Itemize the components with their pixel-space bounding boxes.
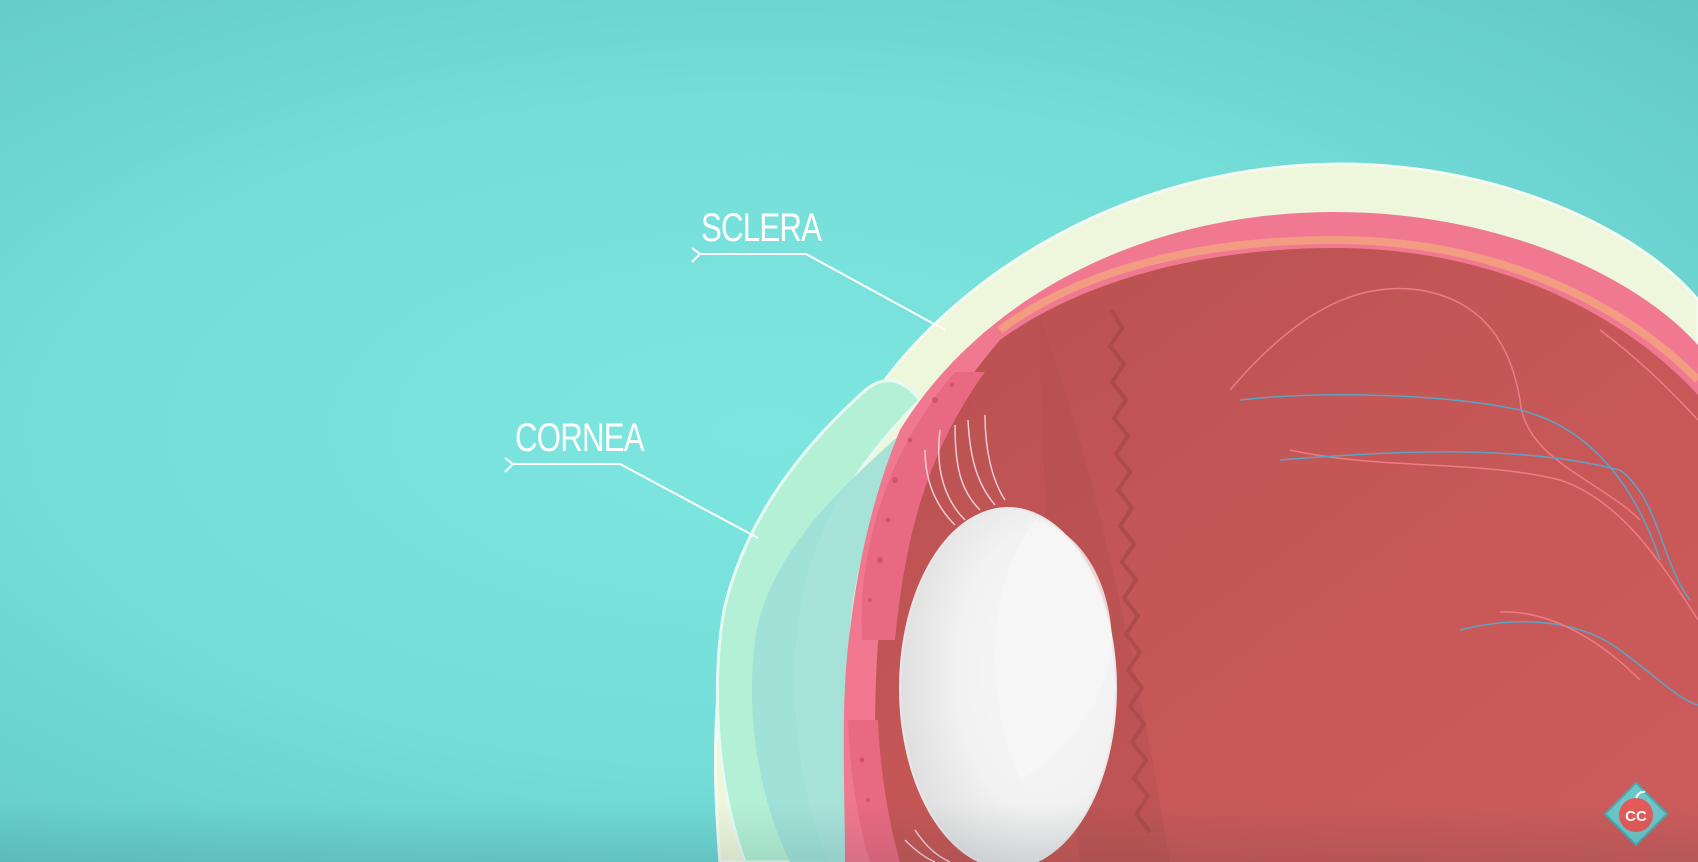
ciliary-zigzag: [1107, 309, 1152, 834]
cornea-pointer: [504, 457, 759, 539]
cornea-label: CORNEA: [515, 416, 645, 460]
blood-vessels: [1229, 287, 1698, 706]
anterior-chamber: [751, 430, 905, 862]
sclera-label: SCLERA: [701, 206, 822, 250]
cornea-pointer-tick: [504, 463, 514, 473]
sclera-pointer-tick: [691, 253, 701, 263]
label-pointers: [504, 247, 946, 539]
crash-course-logo-icon: CC: [1601, 779, 1671, 849]
sclera-pointer: [691, 247, 946, 331]
iris: [861, 372, 985, 640]
logo-text: CC: [1625, 808, 1647, 825]
